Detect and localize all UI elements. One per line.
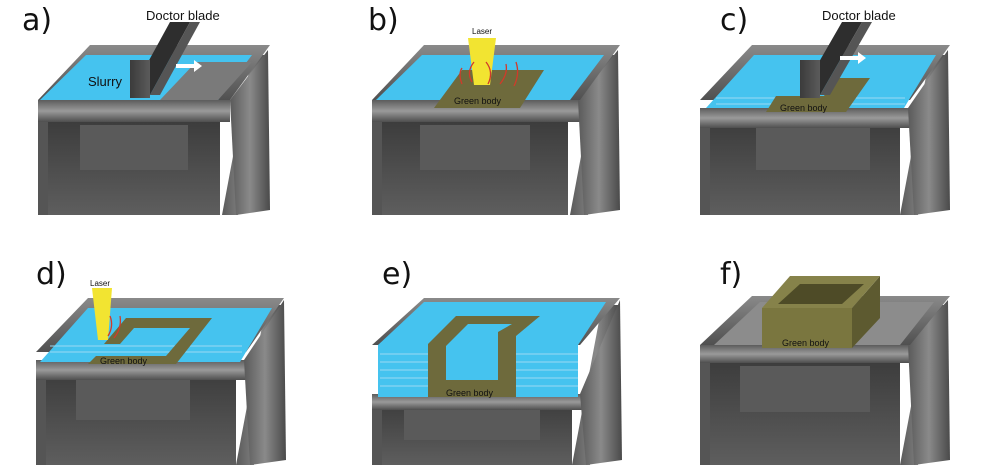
empty-bed <box>160 62 252 100</box>
slurry-label: Slurry <box>88 74 122 89</box>
laser-label: Laser <box>90 279 110 288</box>
green-body-label: Green body <box>454 96 502 106</box>
panel-e: e) Green body <box>372 257 622 465</box>
panel-letter: a) <box>22 3 52 38</box>
panel-d: d) Laser Green body <box>36 257 286 465</box>
panel-a: a) Doctor blade Slurry <box>22 3 270 215</box>
panel-letter: b) <box>368 3 399 38</box>
green-body <box>762 276 880 348</box>
panel-c: c) Doctor blade Green body <box>700 3 950 215</box>
doctor-blade-label: Doctor blade <box>822 8 896 23</box>
green-body-label: Green body <box>446 388 494 398</box>
doctor-blade <box>130 22 200 98</box>
panel-letter: f) <box>720 257 742 292</box>
green-body-label: Green body <box>780 103 828 113</box>
doctor-blade-label: Doctor blade <box>146 8 220 23</box>
laser-label: Laser <box>472 27 492 36</box>
green-body <box>766 78 870 112</box>
laser-beam <box>92 288 112 340</box>
panel-letter: e) <box>382 257 412 292</box>
laser-beam <box>468 38 496 85</box>
blade-direction-arrow <box>840 52 866 64</box>
heat-arrows <box>459 61 519 87</box>
green-body-cavity <box>446 324 512 380</box>
panel-letter: d) <box>36 257 67 292</box>
blade-direction-arrow <box>176 60 202 72</box>
panel-b: b) Laser Green body <box>368 3 620 215</box>
panel-letter: c) <box>720 3 748 38</box>
green-body-label: Green body <box>782 338 830 348</box>
panel-f: f) Green body <box>700 257 950 465</box>
green-body-label: Green body <box>100 356 148 366</box>
heat-arrows <box>107 315 122 339</box>
slurry-layers <box>50 345 242 353</box>
